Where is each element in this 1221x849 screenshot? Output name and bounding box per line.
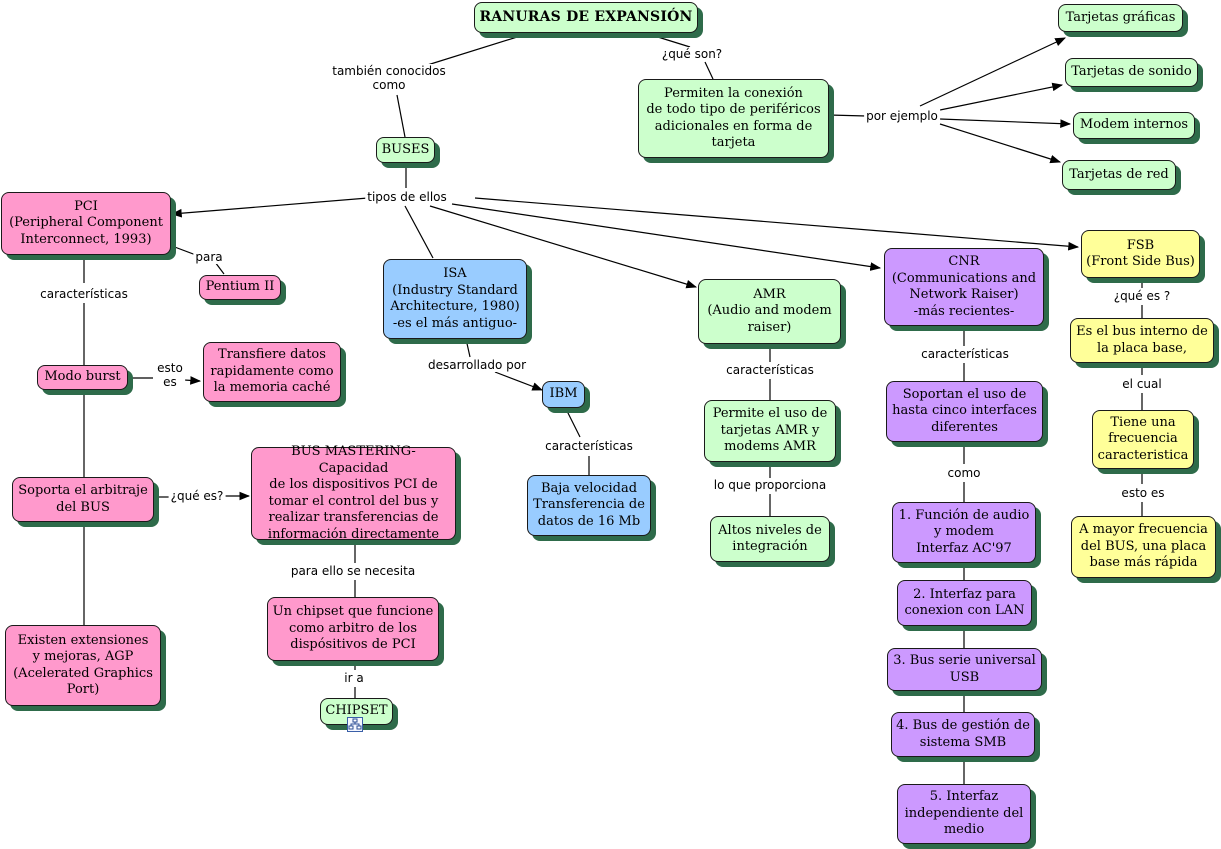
example-tarjetas-graficas: Tarjetas gráficas: [1058, 4, 1183, 32]
label-que-es-pci: ¿qué es?: [168, 489, 226, 503]
pentium-node: Pentium II: [199, 275, 281, 300]
label-que-son: ¿qué son?: [659, 47, 725, 61]
label-caracteristicas-amr: características: [724, 363, 816, 377]
concept-map-link-icon[interactable]: [347, 717, 363, 732]
fsb-mayor-node: A mayor frecuencia del BUS, una placa ba…: [1071, 516, 1216, 578]
cnr-node: CNR (Communications and Network Raiser) …: [884, 248, 1044, 326]
arbitraje-node: Soporta el arbitraje del BUS: [12, 477, 154, 522]
label-para: para: [193, 250, 225, 264]
integracion-node: Altos niveles de integración: [710, 516, 830, 562]
bus-mastering-node: BUS MASTERING- Capacidad de los disposit…: [251, 444, 456, 542]
label-que-es-fsb: ¿qué es ?: [1111, 289, 1173, 303]
label-como: como: [945, 466, 983, 480]
label-tipos-de-ellos: tipos de ellos: [365, 190, 449, 204]
amr-uso-node: Permite el uso de tarjetas AMR y modems …: [704, 400, 836, 462]
amr-node: AMR (Audio and modem raiser): [698, 279, 841, 344]
example-modem-internos: Modem internos: [1073, 112, 1195, 139]
label-desarrollado-por: desarrollado por: [425, 358, 529, 372]
label-ir-a: ir a: [342, 671, 366, 685]
modo-burst-node: Modo burst: [37, 365, 128, 390]
label-tambien-conocidos: también conocidos como: [330, 64, 448, 92]
example-tarjetas-red: Tarjetas de red: [1062, 160, 1176, 190]
baja-velocidad-node: Baja velocidad Transferencia de datos de…: [527, 475, 651, 536]
example-tarjetas-sonido: Tarjetas de sonido: [1065, 58, 1198, 87]
extensiones-node: Existen extensiones y mejoras, AGP (Acel…: [5, 625, 161, 706]
title-node: RANURAS DE EXPANSIÓN: [474, 2, 698, 33]
cnr-item-1: 1. Función de audio y modem Interfaz AC'…: [892, 502, 1036, 563]
cnr-interfaces-node: Soportan el uso de hasta cinco interface…: [886, 381, 1043, 442]
chipset-funcione-node: Un chipset que funcione como arbitro de …: [267, 597, 439, 661]
cnr-item-5: 5. Interfaz independiente del medio: [897, 784, 1031, 844]
fsb-node: FSB (Front Side Bus): [1081, 230, 1200, 278]
label-esto-es-fsb: esto es: [1119, 486, 1167, 500]
fsb-frecuencia-node: Tiene una frecuencia caracteristica: [1092, 410, 1194, 469]
fsb-bus-interno-node: Es el bus interno de la placa base,: [1070, 318, 1214, 363]
label-el-cual: el cual: [1120, 377, 1164, 391]
buses-node: BUSES: [376, 137, 435, 163]
ibm-node: IBM: [542, 381, 585, 408]
definition-node: Permiten la conexión de todo tipo de per…: [638, 79, 829, 158]
cnr-item-3: 3. Bus serie universal USB: [887, 648, 1042, 691]
label-esto-es: esto es: [155, 361, 185, 389]
label-caracteristicas-pci: características: [38, 287, 130, 301]
transfiere-node: Transfiere datos rapidamente como la mem…: [203, 342, 341, 402]
cnr-item-4: 4. Bus de gestión de sistema SMB: [891, 712, 1035, 757]
label-por-ejemplo: por ejemplo: [864, 109, 940, 123]
chipset-node[interactable]: CHIPSET: [320, 698, 393, 725]
label-caracteristicas-cnr: características: [919, 347, 1011, 361]
label-caracteristicas-ibm: características: [543, 439, 635, 453]
isa-node: ISA (Industry Standard Architecture, 198…: [383, 259, 527, 339]
label-para-ello: para ello se necesita: [288, 564, 418, 578]
pci-node: PCI (Peripheral Component Interconnect, …: [1, 192, 171, 255]
label-lo-que-proporciona: lo que proporciona: [711, 478, 829, 492]
cnr-item-2: 2. Interfaz para conexion con LAN: [897, 580, 1032, 626]
